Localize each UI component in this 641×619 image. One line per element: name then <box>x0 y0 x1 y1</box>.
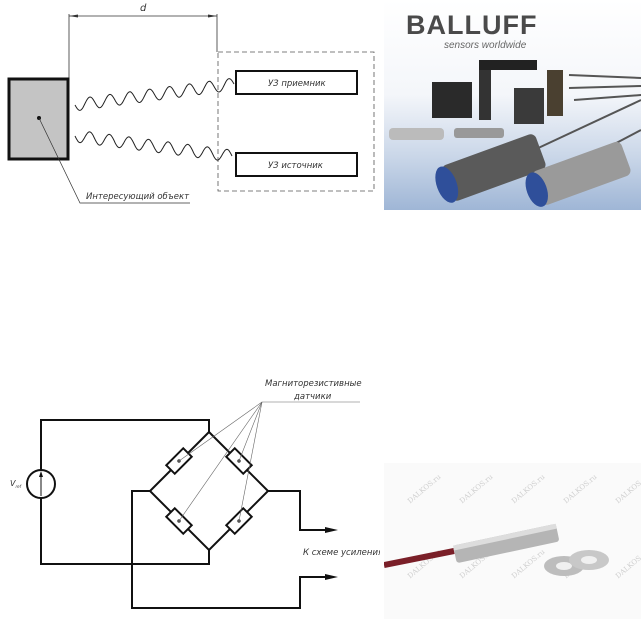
voltage-source <box>26 469 56 499</box>
balluff-tagline: sensors worldwide <box>444 40 527 51</box>
sensors-label-line2: датчики <box>293 392 332 402</box>
output-label: К схеме усиления <box>303 548 380 558</box>
inductive-sensor-illustration <box>384 523 609 576</box>
sensor-products-illustration <box>389 60 641 207</box>
reflected-wave <box>74 78 235 111</box>
source-box <box>235 152 358 177</box>
dimension-line <box>69 14 217 18</box>
source-label: УЗ источник <box>268 161 324 171</box>
receiver-label: УЗ приемник <box>268 79 327 89</box>
balluff-sensors-photo: BALLUFF sensors worldwide <box>384 0 641 210</box>
voltage-label: Vref <box>10 479 22 489</box>
receiver-box <box>235 70 358 95</box>
distance-label: d <box>140 3 147 14</box>
balluff-logo: BALLUFF <box>406 10 538 40</box>
sensor-housing-dashed-box <box>217 51 375 192</box>
ultrasonic-sensor-diagram: d Интересующий объект УЗ приемник УЗ ист… <box>7 3 375 204</box>
object-leader-line <box>38 117 190 204</box>
output-arrow-top <box>325 527 338 533</box>
emitted-wave <box>74 131 233 161</box>
sensors-label-line1: Магниторезистивные <box>265 379 362 389</box>
sensor-leader-lines <box>178 401 360 522</box>
magnetoresistive-bridge-diagram: Vref К схеме усиления Магниторезистивные… <box>10 379 380 609</box>
object-label: Интересующий объект <box>86 192 190 202</box>
output-arrow-bottom <box>325 574 338 580</box>
